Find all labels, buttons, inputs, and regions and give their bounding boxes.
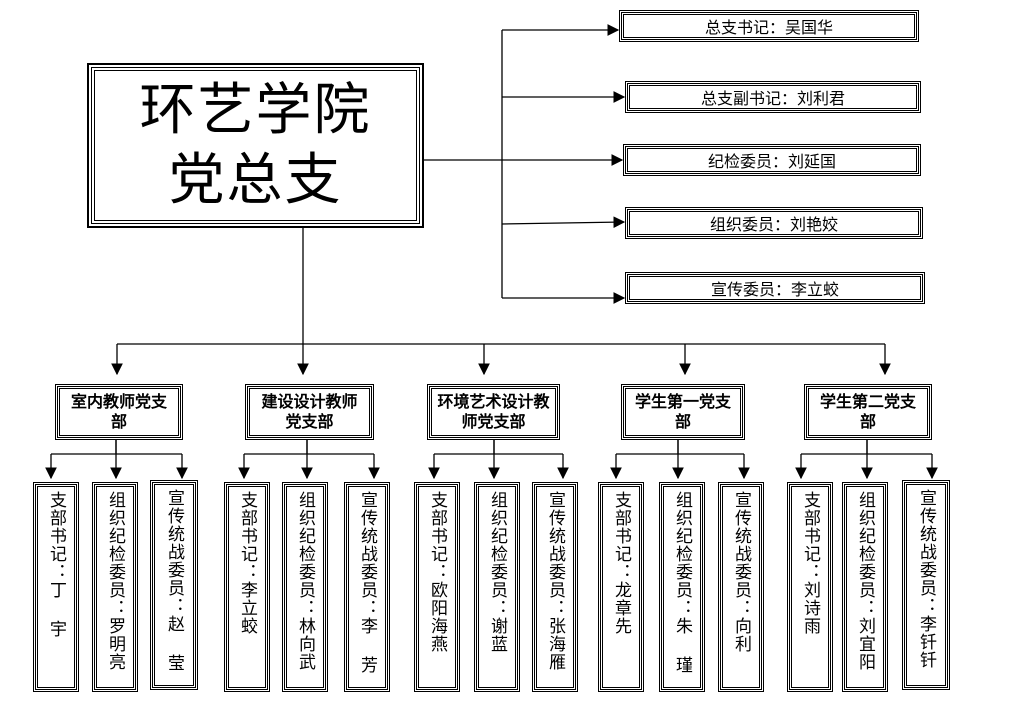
branch-node: 室内教师党支部 bbox=[55, 384, 183, 440]
member-node: 支部书记：欧阳海燕 bbox=[414, 482, 460, 692]
committee-label: 宣传委员：李立蛟 bbox=[710, 280, 839, 299]
member-node: 组织纪检委员：刘宜阳 bbox=[842, 482, 888, 692]
member-label: 宣传统战委员：李钎钎 bbox=[916, 489, 936, 669]
branch-name: 室内教师党支部 bbox=[70, 392, 167, 431]
member-node: 宣传统战委员：赵 莹 bbox=[150, 480, 198, 690]
branch-name: 建设设计教师党支部 bbox=[261, 392, 358, 431]
member-label: 支部书记：刘诗雨 bbox=[800, 491, 820, 635]
committee-label: 纪检委员：刘延国 bbox=[707, 152, 836, 171]
branch-node: 学生第二党支部 bbox=[804, 384, 932, 440]
branch-name: 环境艺术设计教师党支部 bbox=[437, 392, 550, 431]
committee-label: 总支副书记：刘利君 bbox=[700, 89, 845, 108]
member-label: 支部书记：李立蛟 bbox=[237, 491, 257, 635]
committee-node: 总支书记：吴国华 bbox=[619, 10, 919, 42]
branch-name: 学生第二党支部 bbox=[819, 392, 916, 431]
member-label: 组织纪检委员：谢蓝 bbox=[487, 491, 507, 653]
member-label: 组织纪检委员：朱 瑾 bbox=[672, 491, 692, 674]
committee-label: 组织委员：刘艳姣 bbox=[709, 215, 838, 234]
member-node: 组织纪检委员：朱 瑾 bbox=[659, 482, 705, 692]
member-label: 宣传统战委员：李 芳 bbox=[357, 491, 377, 674]
branch-name: 学生第一党支部 bbox=[634, 392, 731, 431]
member-label: 组织纪检委员：刘宜阳 bbox=[855, 491, 875, 671]
branch-node: 环境艺术设计教师党支部 bbox=[427, 384, 560, 440]
member-node: 组织纪检委员：谢蓝 bbox=[474, 482, 520, 692]
member-label: 宣传统战委员：赵 莹 bbox=[164, 489, 184, 672]
member-node: 宣传统战委员：张海雁 bbox=[532, 482, 578, 692]
member-label: 支部书记：丁 宇 bbox=[46, 491, 66, 638]
branch-node: 建设设计教师党支部 bbox=[245, 384, 374, 440]
committee-node: 总支副书记：刘利君 bbox=[625, 81, 921, 113]
branch-node: 学生第一党支部 bbox=[621, 384, 745, 440]
member-node: 宣传统战委员：李钎钎 bbox=[902, 480, 950, 690]
member-label: 组织纪检委员：林向武 bbox=[295, 491, 315, 671]
root-title-line-2: 党总支 bbox=[168, 147, 343, 213]
member-node: 组织纪检委员：林向武 bbox=[282, 482, 328, 692]
committee-node: 宣传委员：李立蛟 bbox=[625, 272, 925, 304]
committee-arrow-4 bbox=[501, 216, 626, 229]
member-label: 支部书记：龙章先 bbox=[611, 491, 631, 635]
member-node: 支部书记：李立蛟 bbox=[224, 482, 270, 692]
committee-node: 纪检委员：刘延国 bbox=[623, 144, 921, 176]
member-node: 支部书记：刘诗雨 bbox=[787, 482, 833, 692]
member-node: 宣传统战委员：向利 bbox=[718, 482, 764, 692]
member-node: 支部书记：龙章先 bbox=[598, 482, 644, 692]
member-label: 宣传统战委员：张海雁 bbox=[545, 491, 565, 671]
member-node: 宣传统战委员：李 芳 bbox=[344, 482, 390, 692]
committee-label: 总支书记：吴国华 bbox=[704, 18, 833, 37]
root-node: 环艺学院 党总支 bbox=[87, 63, 424, 228]
member-label: 支部书记：欧阳海燕 bbox=[427, 491, 447, 653]
member-label: 宣传统战委员：向利 bbox=[731, 491, 751, 653]
member-node: 支部书记：丁 宇 bbox=[33, 482, 79, 692]
committee-node: 组织委员：刘艳姣 bbox=[625, 207, 923, 239]
root-title-line-1: 环艺学院 bbox=[139, 77, 372, 143]
member-label: 组织纪检委员：罗明亮 bbox=[105, 491, 125, 671]
member-node: 组织纪检委员：罗明亮 bbox=[92, 482, 138, 692]
